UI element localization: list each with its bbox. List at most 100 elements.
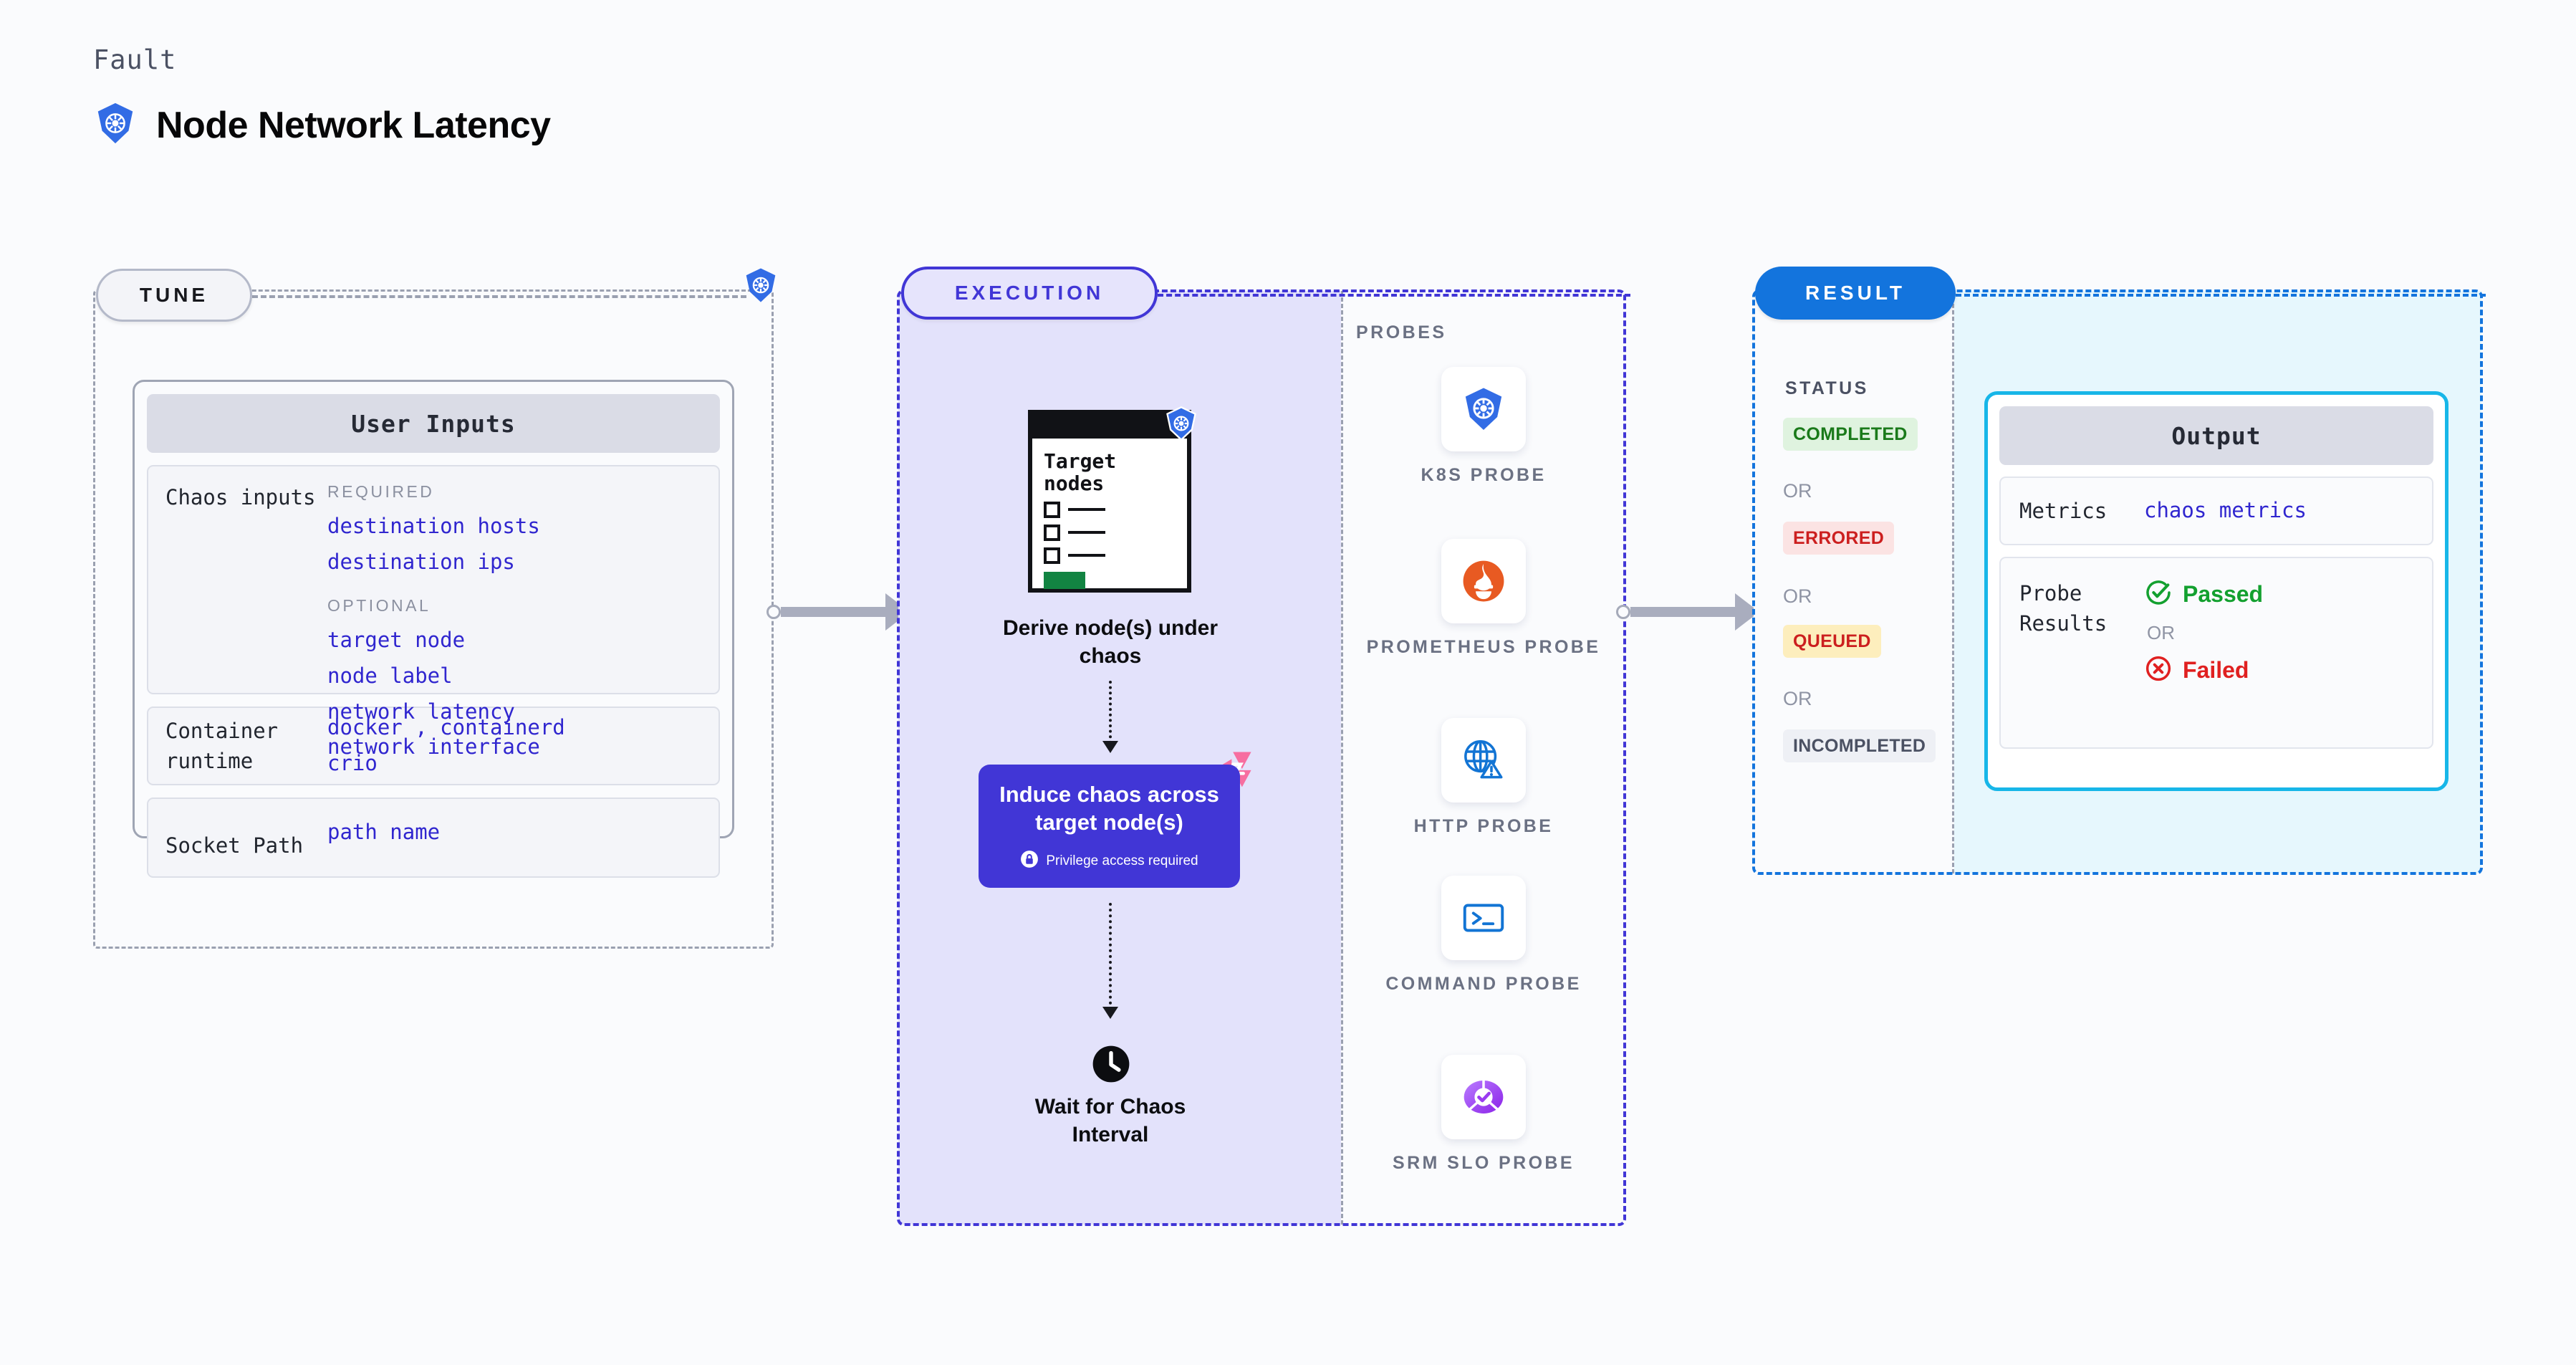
- connector-bar: [781, 607, 885, 617]
- prometheus-icon: [1441, 539, 1526, 623]
- input-value[interactable]: network interface: [327, 734, 540, 760]
- eyebrow-label: Fault: [93, 44, 177, 75]
- probe-label: PROMETHEUS PROBE: [1366, 637, 1601, 657]
- list-line: [1068, 554, 1105, 557]
- window-titlebar: [1032, 414, 1187, 439]
- list-line: [1068, 508, 1105, 512]
- probe-item[interactable]: HTTP PROBE: [1341, 718, 1626, 839]
- terminal-icon: [1441, 876, 1526, 960]
- metrics-row: Metrics chaos metrics: [1999, 476, 2433, 545]
- lock-icon: [1020, 850, 1039, 872]
- list-line: [1068, 531, 1105, 535]
- privilege-note: Privilege access required: [1020, 850, 1198, 872]
- runtime-values-line[interactable]: docker , containerd: [327, 710, 719, 746]
- input-value[interactable]: network latency: [327, 699, 515, 724]
- passed-label: Passed: [2183, 581, 2264, 607]
- checkbox-icon: [1044, 547, 1060, 564]
- runtime-separator: ,: [415, 715, 428, 740]
- result-status-column: [1754, 291, 1954, 873]
- kubernetes-icon: [1441, 367, 1526, 451]
- flow-arrow-line: [1109, 903, 1112, 1010]
- chaos-inputs-group: Chaos inputs REQUIRED destination hosts …: [147, 465, 720, 759]
- container-runtime-group: Container runtime docker , containerd cr…: [147, 707, 720, 785]
- induce-chaos-node[interactable]: Induce chaos across target node(s) Privi…: [979, 765, 1240, 888]
- chaos-inputs-label: Chaos inputs: [165, 485, 316, 509]
- tune-user-inputs-card: User Inputs Chaos inputs REQUIRED destin…: [133, 380, 734, 878]
- probe-label: COMMAND PROBE: [1385, 974, 1582, 994]
- flow-caption: Derive node(s) under chaos: [1002, 616, 1219, 668]
- probe-item[interactable]: SRM SLO PROBE: [1341, 1055, 1626, 1176]
- page-title-row: Node Network Latency: [93, 101, 551, 149]
- status-separator: OR: [1783, 585, 1812, 607]
- status-separator: OR: [1783, 688, 1812, 709]
- probe-results-label: Probe Results: [2019, 581, 2108, 636]
- checkbox-icon: [1044, 501, 1060, 518]
- connector-dot: [1616, 605, 1630, 619]
- status-badge-queued: QUEUED: [1783, 625, 1881, 658]
- flow-arrowhead: [1102, 1007, 1118, 1019]
- stage-badge-result[interactable]: RESULT: [1755, 267, 1956, 320]
- green-bar: [1044, 571, 1085, 589]
- socket-path-value[interactable]: path name: [327, 820, 441, 844]
- page-title: Node Network Latency: [156, 104, 551, 146]
- input-value[interactable]: destination hosts: [327, 514, 540, 538]
- tune-connector-line: [252, 295, 746, 298]
- stage-badge-execution[interactable]: EXECUTION: [901, 267, 1158, 320]
- execution-stage-region: [897, 289, 1626, 1226]
- probe-label: HTTP PROBE: [1413, 816, 1554, 836]
- status-badge-completed: COMPLETED: [1783, 418, 1918, 451]
- probe-label: SRM SLO PROBE: [1393, 1153, 1575, 1173]
- container-runtime-label: Container runtime: [165, 718, 279, 773]
- clock-icon: [1090, 1043, 1132, 1088]
- check-circle-icon: [2144, 578, 2173, 610]
- metrics-value[interactable]: chaos metrics: [2144, 498, 2307, 523]
- probe-result-passed: Passed: [2144, 578, 2263, 610]
- srm-slo-icon: [1441, 1055, 1526, 1139]
- result-connector-line: [1956, 294, 2486, 297]
- metrics-label: Metrics: [2019, 498, 2108, 523]
- socket-path-label: Socket Path: [165, 833, 304, 858]
- status-separator: OR: [1783, 480, 1812, 502]
- output-title: Output: [1999, 406, 2433, 465]
- connector-execution-to-result: [1616, 593, 1767, 631]
- probe-item[interactable]: K8S PROBE: [1341, 367, 1626, 488]
- probe-results-row: Probe Results Passed OR: [1999, 557, 2433, 749]
- induce-chaos-label: Induce chaos across target node(s): [999, 781, 1219, 835]
- x-circle-icon: [2144, 654, 2173, 686]
- input-value[interactable]: node label: [327, 663, 453, 688]
- probe-item[interactable]: COMMAND PROBE: [1341, 876, 1626, 997]
- status-badge-errored: ERRORED: [1783, 522, 1895, 555]
- connector-tune-to-execution: [766, 593, 918, 631]
- probe-result-failed: Failed: [2144, 654, 2263, 686]
- connector-dot: [766, 605, 781, 619]
- runtime-value[interactable]: docker: [327, 715, 403, 740]
- target-nodes-window-icon: Target nodes: [1028, 410, 1191, 593]
- runtime-value[interactable]: containerd: [440, 715, 565, 740]
- kubernetes-icon: [93, 101, 138, 149]
- probe-result-separator: OR: [2147, 622, 2175, 643]
- status-badge-incompleted: INCOMPLETED: [1783, 729, 1936, 762]
- required-kicker: REQUIRED: [327, 482, 435, 501]
- runtime-value[interactable]: crio: [327, 751, 378, 775]
- result-stage-region: [1752, 289, 2483, 875]
- failed-label: Failed: [2183, 657, 2249, 683]
- output-card: Output Metrics chaos metrics Probe Resul…: [1984, 391, 2448, 791]
- optional-kicker: OPTIONAL: [327, 595, 431, 615]
- execution-connector-line: [1158, 294, 1630, 297]
- connector-bar: [1630, 607, 1735, 617]
- probe-item[interactable]: PROMETHEUS PROBE: [1341, 539, 1626, 660]
- flow-arrowhead: [1102, 741, 1118, 753]
- stage-badge-tune[interactable]: TUNE: [96, 269, 252, 322]
- probes-title: PROBES: [1356, 322, 1447, 343]
- globe-warning-icon: [1441, 718, 1526, 803]
- kubernetes-icon: [742, 267, 779, 307]
- socket-path-group: Socket Path path name: [147, 798, 720, 878]
- flow-caption: Wait for Chaos Interval: [1034, 1095, 1186, 1146]
- probe-label: K8S PROBE: [1421, 465, 1547, 485]
- input-value[interactable]: target node: [327, 627, 466, 652]
- user-inputs-title: User Inputs: [147, 394, 720, 453]
- checkbox-icon: [1044, 524, 1060, 541]
- kubernetes-icon: [1163, 406, 1199, 445]
- input-value[interactable]: destination ips: [327, 549, 515, 574]
- flow-arrow-line: [1109, 681, 1112, 744]
